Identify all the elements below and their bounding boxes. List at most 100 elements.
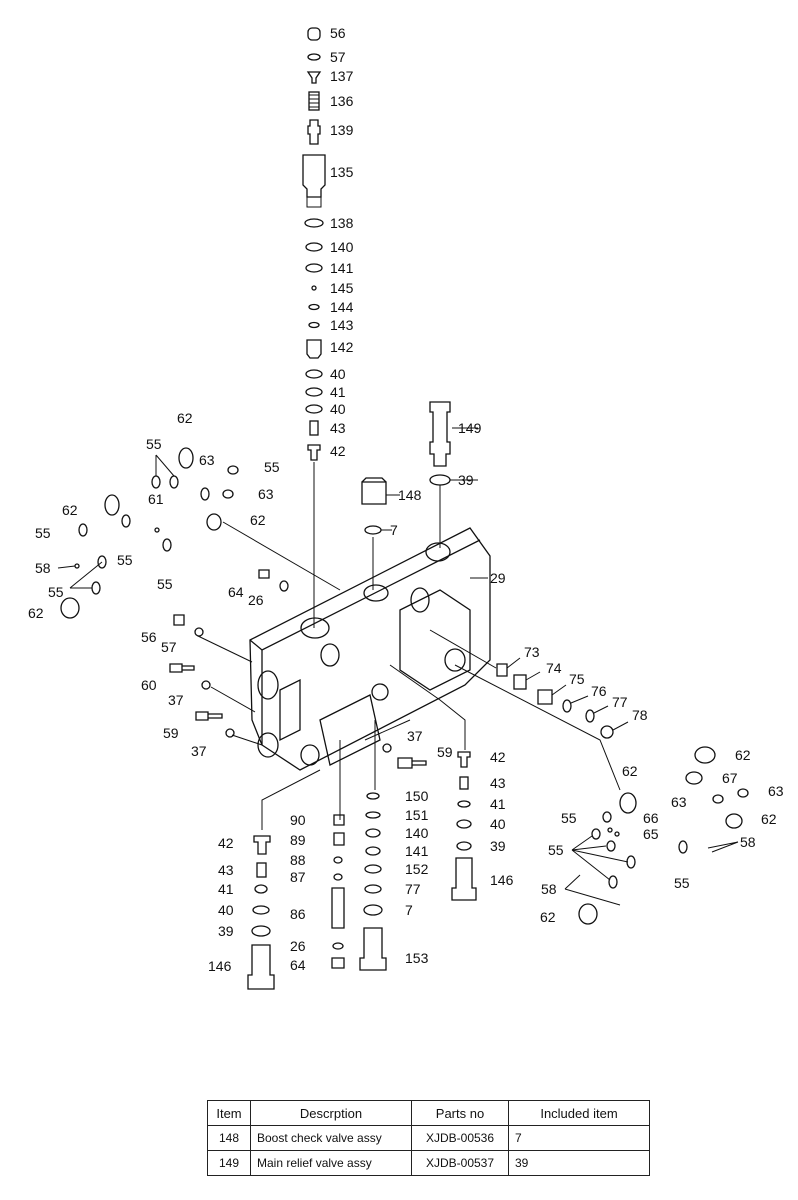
callout-c43b: 43 xyxy=(490,775,506,791)
callout-c148: 148 xyxy=(398,487,422,503)
callout-c60: 60 xyxy=(141,677,157,693)
callout-c37c: 37 xyxy=(407,728,423,744)
callout-c59b: 59 xyxy=(437,744,453,760)
callout-c63b: 63 xyxy=(258,486,274,502)
part-callouts: 5657137136139135138140141145144143142404… xyxy=(28,25,784,974)
callout-c63c: 63 xyxy=(671,794,687,810)
callout-c42c: 42 xyxy=(218,835,234,851)
callout-c55b: 55 xyxy=(264,459,280,475)
callout-c55c: 55 xyxy=(35,525,51,541)
callout-c138: 138 xyxy=(330,215,354,231)
callout-c137: 137 xyxy=(330,68,354,84)
callout-c40a: 40 xyxy=(330,366,346,382)
cell-included: 7 xyxy=(508,1125,650,1151)
callout-c40d: 40 xyxy=(218,902,234,918)
callout-c89: 89 xyxy=(290,832,306,848)
callout-c76: 76 xyxy=(591,683,607,699)
callout-c58b: 58 xyxy=(740,834,756,850)
cell-parts-no: XJDB-00537 xyxy=(411,1150,509,1176)
cell-item: 149 xyxy=(207,1150,251,1176)
callout-c55d: 55 xyxy=(117,552,133,568)
callout-c55i: 55 xyxy=(674,875,690,891)
callout-c88: 88 xyxy=(290,852,306,868)
callout-c62d: 62 xyxy=(28,605,44,621)
callout-c139: 139 xyxy=(330,122,354,138)
callout-c55f: 55 xyxy=(157,576,173,592)
callout-c73: 73 xyxy=(524,644,540,660)
callout-c39a: 39 xyxy=(458,472,474,488)
parts-table: Item Descrption Parts no Included item 1… xyxy=(207,1100,650,1176)
callout-c143: 143 xyxy=(330,317,354,333)
callout-c77a: 77 xyxy=(612,694,628,710)
callout-c62f: 62 xyxy=(735,747,751,763)
callout-c59a: 59 xyxy=(163,725,179,741)
callout-c43c: 43 xyxy=(218,862,234,878)
table-header-row: Item Descrption Parts no Included item xyxy=(207,1100,650,1126)
callout-c62a: 62 xyxy=(177,410,193,426)
callout-c58a: 58 xyxy=(35,560,51,576)
callout-c144: 144 xyxy=(330,299,354,315)
callout-c41c: 41 xyxy=(218,881,234,897)
callout-c135: 135 xyxy=(330,164,354,180)
table-row: 149 Main relief valve assy XJDB-00537 39 xyxy=(207,1150,650,1176)
right-oring-cluster xyxy=(564,746,749,925)
callout-c43a: 43 xyxy=(330,420,346,436)
callout-c66: 66 xyxy=(643,810,659,826)
cell-item: 148 xyxy=(207,1125,251,1151)
callout-c152: 152 xyxy=(405,861,429,877)
callout-c87: 87 xyxy=(290,869,306,885)
callout-c7b: 7 xyxy=(405,902,413,918)
left-oring-cluster xyxy=(57,447,289,738)
callout-c57a: 57 xyxy=(330,49,346,65)
callout-c74: 74 xyxy=(546,660,562,676)
callout-c64b: 64 xyxy=(290,957,306,973)
callout-c67: 67 xyxy=(722,770,738,786)
callout-c78: 78 xyxy=(632,707,648,723)
callout-c61: 61 xyxy=(148,491,164,507)
callout-c62e: 62 xyxy=(622,763,638,779)
callout-c62c: 62 xyxy=(250,512,266,528)
center-lower-parts xyxy=(359,743,477,971)
callout-c7a: 7 xyxy=(390,522,398,538)
callout-c39c: 39 xyxy=(218,923,234,939)
leader-lines xyxy=(197,485,621,830)
callout-c146a: 146 xyxy=(490,872,514,888)
callout-c41a: 41 xyxy=(330,384,346,400)
header-included-item: Included item xyxy=(508,1100,650,1126)
callout-c57b: 57 xyxy=(161,639,177,655)
left-lower-parts xyxy=(247,814,345,990)
callout-c42a: 42 xyxy=(330,443,346,459)
relief-and-check-valves xyxy=(361,401,478,535)
callout-c153: 153 xyxy=(405,950,429,966)
callout-c40b: 40 xyxy=(330,401,346,417)
callout-c56b: 56 xyxy=(141,629,157,645)
callout-c37a: 37 xyxy=(168,692,184,708)
callout-c26b: 26 xyxy=(290,938,306,954)
callout-c41b: 41 xyxy=(490,796,506,812)
callout-c55g: 55 xyxy=(561,810,577,826)
header-item: Item xyxy=(207,1100,251,1126)
header-description: Descrption xyxy=(250,1100,412,1126)
callout-c77b: 77 xyxy=(405,881,421,897)
cell-description: Main relief valve assy xyxy=(250,1150,412,1176)
callout-c55h: 55 xyxy=(548,842,564,858)
header-parts-no: Parts no xyxy=(411,1100,509,1126)
cell-parts-no: XJDB-00536 xyxy=(411,1125,509,1151)
callout-c90: 90 xyxy=(290,812,306,828)
callout-c65: 65 xyxy=(643,826,659,842)
callout-c39b: 39 xyxy=(490,838,506,854)
callout-c151: 151 xyxy=(405,807,429,823)
callout-c63d: 63 xyxy=(768,783,784,799)
callout-c26a: 26 xyxy=(248,592,264,608)
right-side-parts xyxy=(496,657,629,739)
callout-c149: 149 xyxy=(458,420,482,436)
callout-c58c: 58 xyxy=(541,881,557,897)
callout-c62g: 62 xyxy=(761,811,777,827)
top-part-stack xyxy=(302,27,326,628)
callout-c141a: 141 xyxy=(330,260,354,276)
callout-c136: 136 xyxy=(330,93,354,109)
callout-c146b: 146 xyxy=(208,958,232,974)
table-row: 148 Boost check valve assy XJDB-00536 7 xyxy=(207,1125,650,1151)
cell-description: Boost check valve assy xyxy=(250,1125,412,1151)
cell-included: 39 xyxy=(508,1150,650,1176)
